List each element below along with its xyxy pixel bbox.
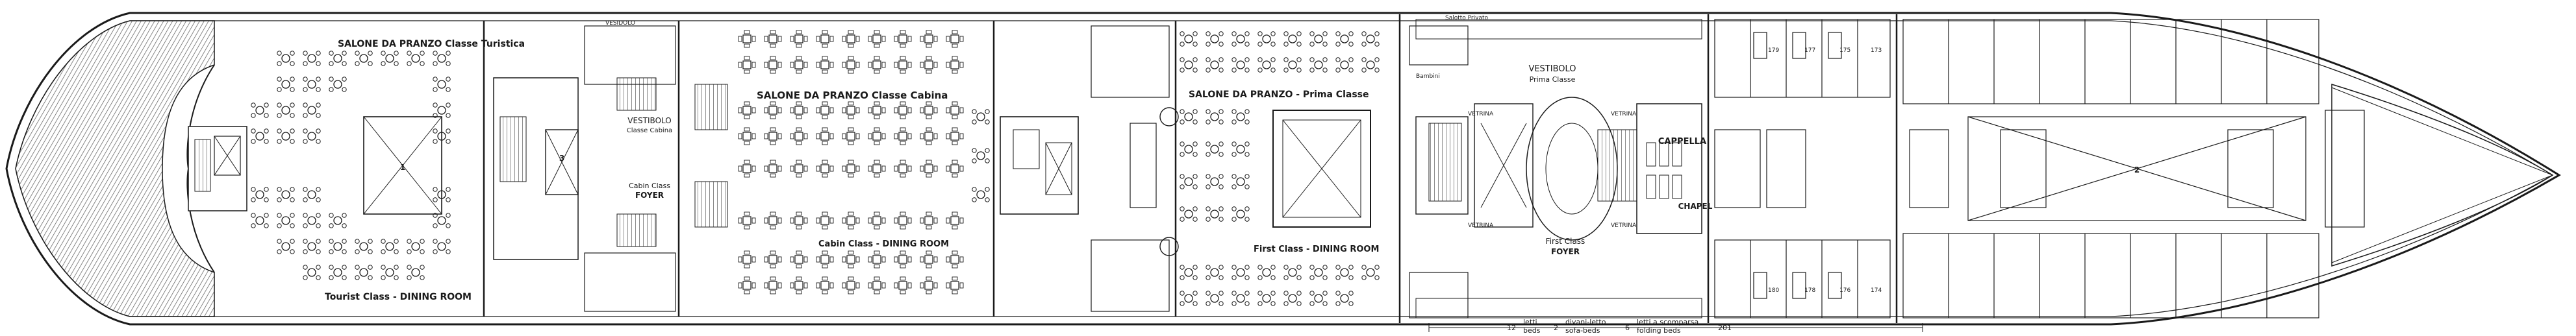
vetrina-label: VETRINA bbox=[1468, 111, 1494, 117]
legend-letti: letti bbox=[1523, 318, 1537, 326]
first-foyer-label: First Class bbox=[1546, 237, 1585, 246]
tourist-dining-label-it: SALONE DA PRANZO Classe Turistica bbox=[338, 39, 525, 49]
vestibolo-prima-label: VESTIBOLO bbox=[1528, 64, 1576, 74]
legend-total: 201 bbox=[1718, 324, 1732, 332]
tourist-dining-label-en: Tourist Class - DINING ROOM bbox=[325, 292, 472, 302]
cabin-foyer-structure: 3 bbox=[493, 25, 728, 312]
cabin-number: 178 bbox=[1804, 287, 1815, 294]
bambini-label: Bambini bbox=[1416, 73, 1440, 80]
first-foyer-label-2: FOYER bbox=[1551, 247, 1580, 256]
compartment-number: 1 bbox=[400, 163, 405, 172]
first-dining-well bbox=[1272, 110, 1371, 228]
legend-beds: beds bbox=[1523, 326, 1541, 335]
bow-deck-hatch bbox=[15, 20, 215, 317]
compartment-number: 2 bbox=[2134, 165, 2140, 174]
cabin-number: 180 bbox=[1768, 287, 1779, 294]
classe-cabina-label: Classe Cabina bbox=[627, 127, 672, 134]
berth-legend: 12 letti beds 2 divani-letto sofa-beds 6… bbox=[1428, 318, 1923, 335]
vetrina-label: VETRINA bbox=[1468, 222, 1494, 229]
cabin-number: 176 bbox=[1839, 287, 1850, 294]
legend-folding: folding beds bbox=[1637, 326, 1681, 335]
first-dining-label-it: SALONE DA PRANZO - Prima Classe bbox=[1189, 90, 1369, 100]
vesidolo-label: VESIDOLO bbox=[605, 20, 635, 27]
cabin-number: 173 bbox=[1871, 47, 1882, 54]
central-casing bbox=[1000, 25, 1179, 312]
tourist-central-well: 1 bbox=[363, 116, 442, 215]
compartment-number: 3 bbox=[559, 154, 564, 163]
first-class-foyer bbox=[1409, 19, 1702, 318]
legend-letti-scomparsa: letti a scomparsa bbox=[1637, 318, 1698, 326]
legend-sofa: sofa-beds bbox=[1565, 326, 1600, 335]
legend-divani: divani-letto bbox=[1565, 318, 1606, 326]
cabin-dining-label-it: SALONE DA PRANZO Classe Cabina bbox=[757, 90, 948, 101]
cabin-dining-label-en: Cabin Class - DINING ROOM bbox=[818, 239, 949, 249]
cabin-number: 177 bbox=[1804, 47, 1815, 54]
vetrina-label: VETRINA bbox=[1611, 222, 1637, 229]
cabin-foyer-label: Cabin Class bbox=[629, 182, 670, 190]
first-dining-label-en: First Class - DINING ROOM bbox=[1254, 245, 1379, 254]
cabin-number: 174 bbox=[1871, 287, 1882, 294]
cabin-foyer-label-2: FOYER bbox=[635, 191, 664, 200]
cabin-number: 179 bbox=[1768, 47, 1779, 54]
cappella-label: CAPPELLA bbox=[1658, 137, 1706, 147]
legend-count: 2 bbox=[1554, 324, 1558, 332]
cabin-number: 175 bbox=[1839, 47, 1850, 54]
vetrina-label: VETRINA bbox=[1611, 111, 1637, 117]
chapel-label: CHAPEL bbox=[1678, 202, 1713, 211]
aft-rooms bbox=[1902, 19, 2365, 318]
cabin-blocks bbox=[1714, 19, 1891, 318]
vestibolo-cabina-label: VESTIBOLO bbox=[627, 116, 671, 125]
legend-count: 6 bbox=[1625, 324, 1630, 332]
legend-count: 12 bbox=[1507, 324, 1516, 332]
salotto-label: Salotto Privato bbox=[1445, 15, 1488, 21]
prima-classe-label: Prima Classe bbox=[1530, 75, 1576, 84]
